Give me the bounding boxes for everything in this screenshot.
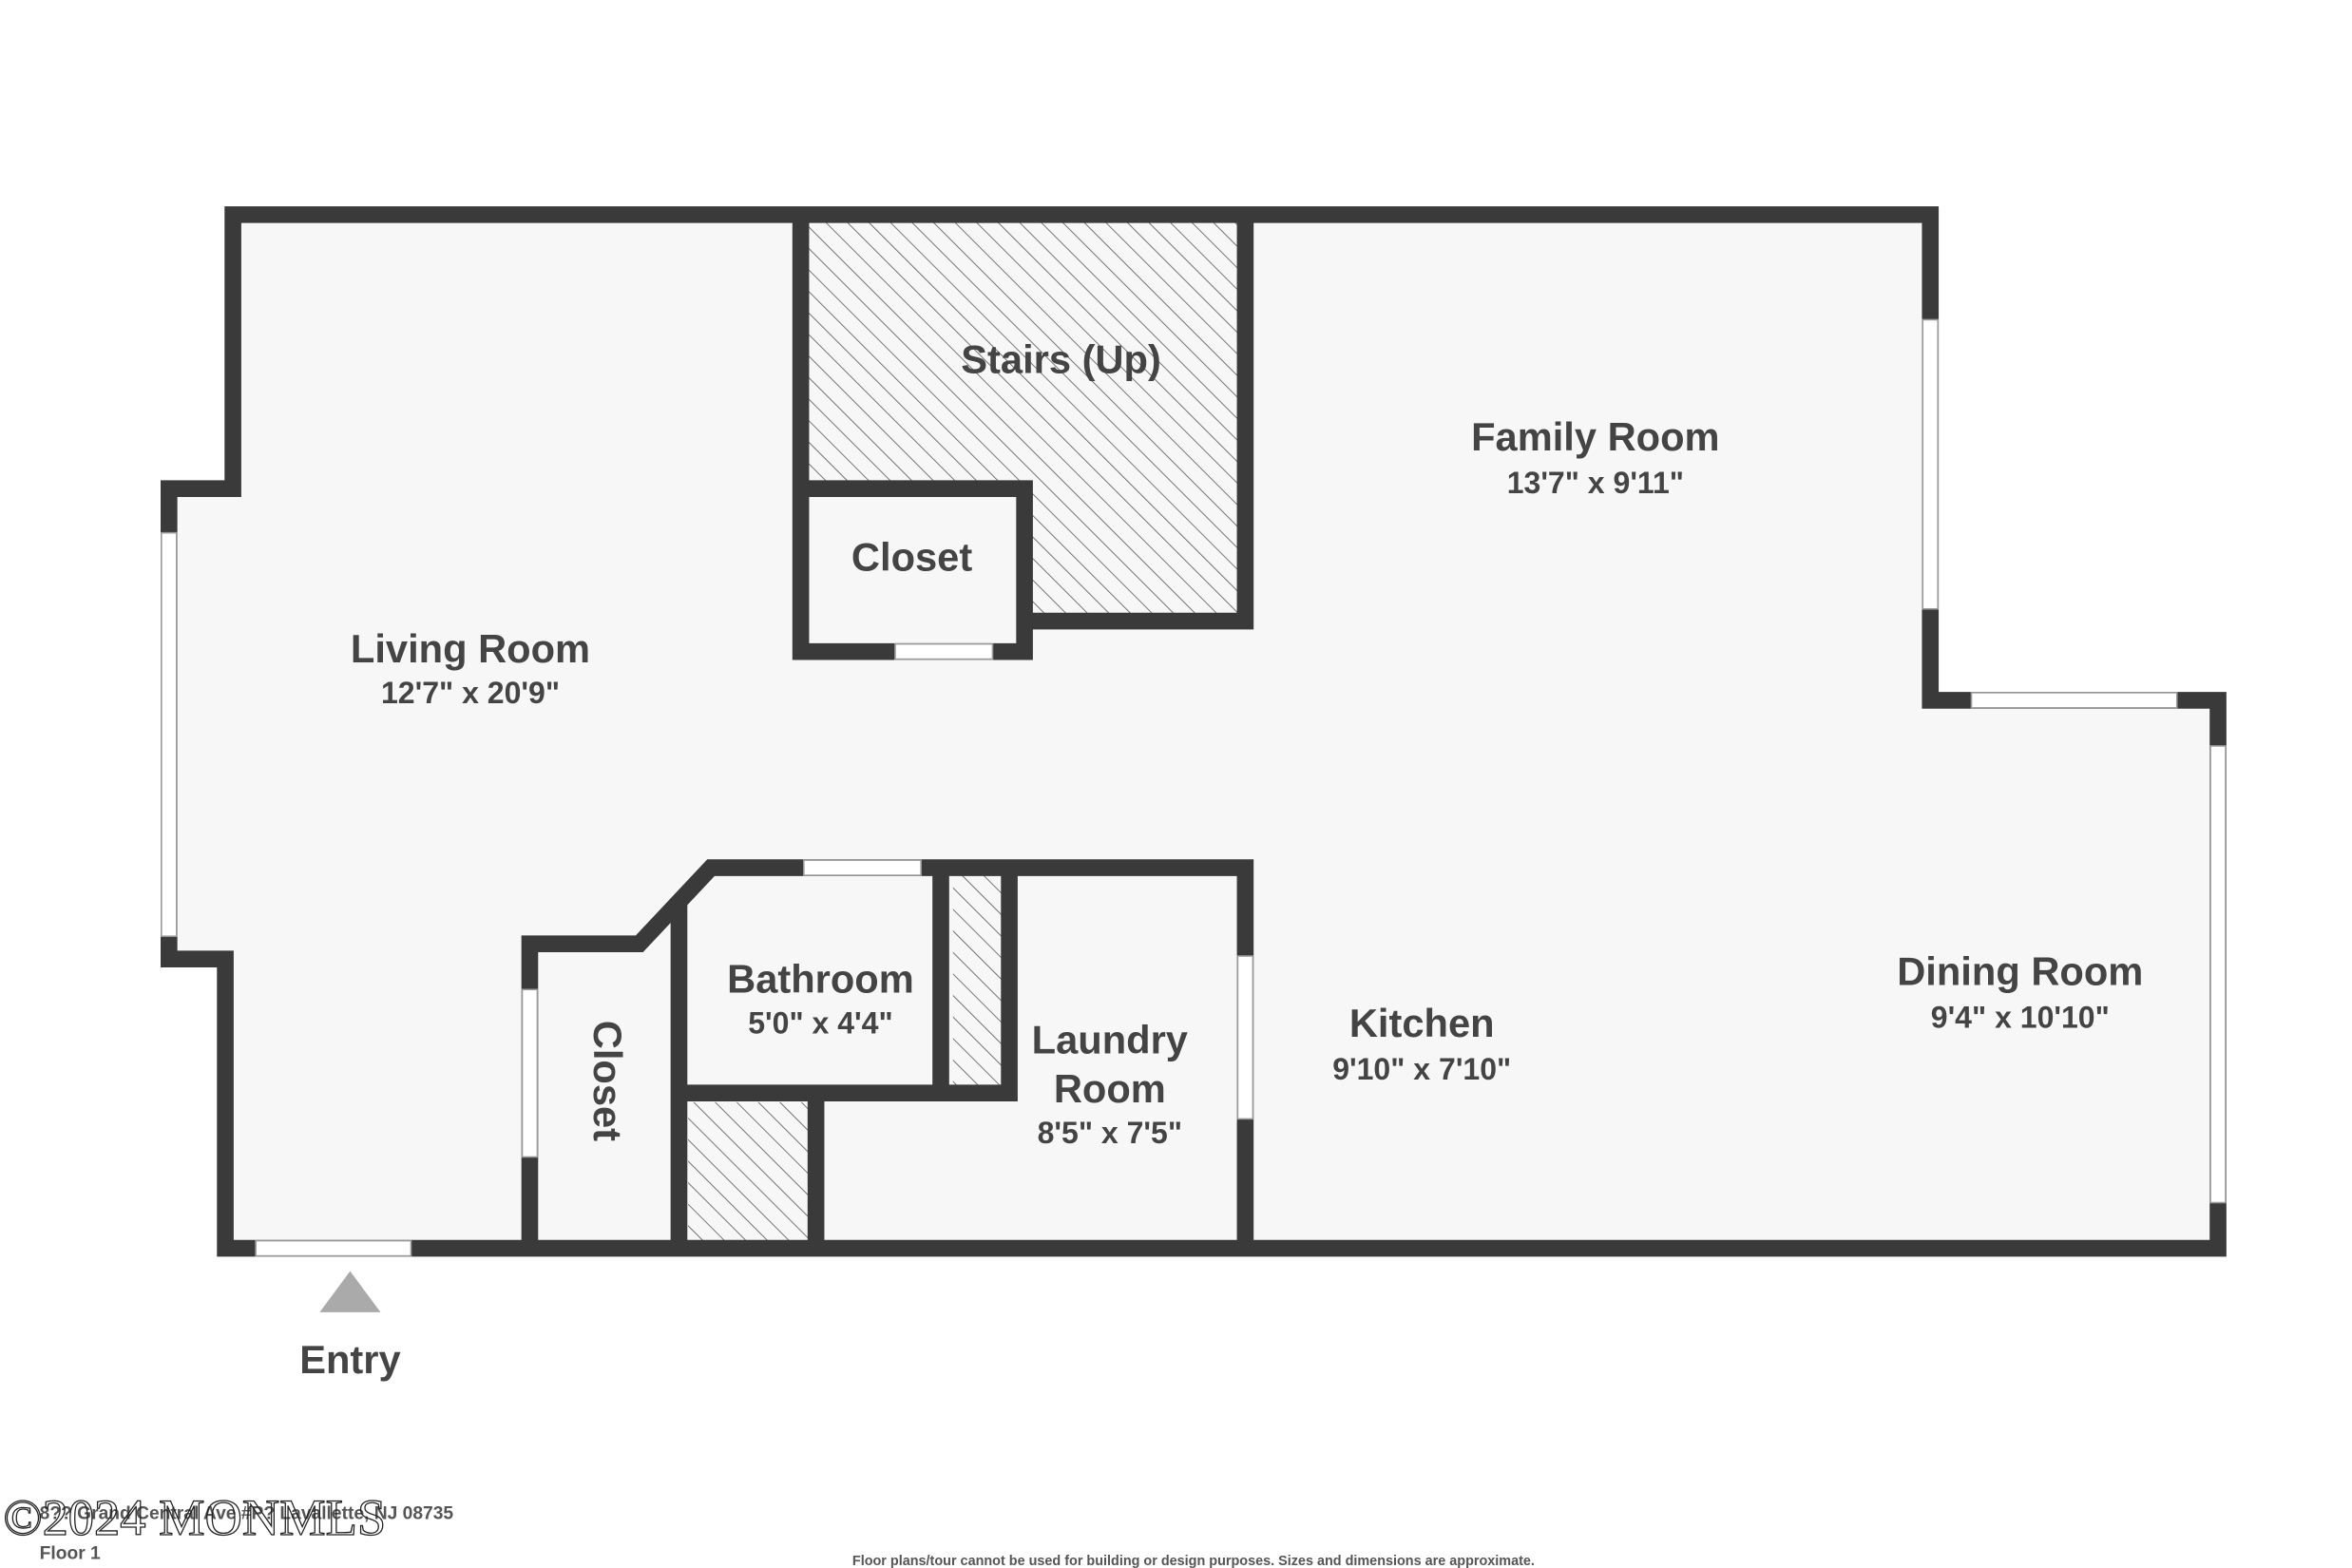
dining-room-label: Dining Room xyxy=(1897,948,2143,993)
laundry-label-line2: Room xyxy=(1054,1066,1166,1111)
kitchen-label: Kitchen xyxy=(1349,1001,1495,1045)
address-text: 8?? Grand Central Ave #P? Lavallette, NJ… xyxy=(40,1504,454,1524)
dining-room-dim: 9'4" x 10'10" xyxy=(1931,1000,2110,1034)
disclaimer-text: Floor plans/tour cannot be used for buil… xyxy=(852,1554,1535,1568)
entry-label: Entry xyxy=(299,1337,400,1382)
windows-doors xyxy=(161,318,2227,1257)
closet-top-label: Closet xyxy=(851,535,972,580)
kitchen-dim: 9'10" x 7'10" xyxy=(1332,1052,1511,1086)
laundry-dim: 8'5" x 7'5" xyxy=(1038,1116,1182,1150)
floor-label: Floor 1 xyxy=(40,1543,101,1563)
living-room-label: Living Room xyxy=(351,626,590,671)
stairs-hatch xyxy=(688,221,1238,1241)
entry-arrow-icon xyxy=(319,1271,381,1312)
family-room-label: Family Room xyxy=(1471,414,1719,459)
family-room-dim: 13'7" x 9'11" xyxy=(1507,466,1684,500)
bathroom-dim: 5'0" x 4'4" xyxy=(748,1006,892,1041)
closet-side-label: Closet xyxy=(585,1021,630,1141)
bathroom-label: Bathroom xyxy=(727,956,914,1001)
stairs-label: Stairs (Up) xyxy=(961,336,1161,381)
laundry-label-line1: Laundry xyxy=(1032,1018,1188,1062)
watermark: ©2024 MONMLS xyxy=(3,1488,386,1546)
living-room-dim: 12'7" x 20'9" xyxy=(381,676,560,710)
